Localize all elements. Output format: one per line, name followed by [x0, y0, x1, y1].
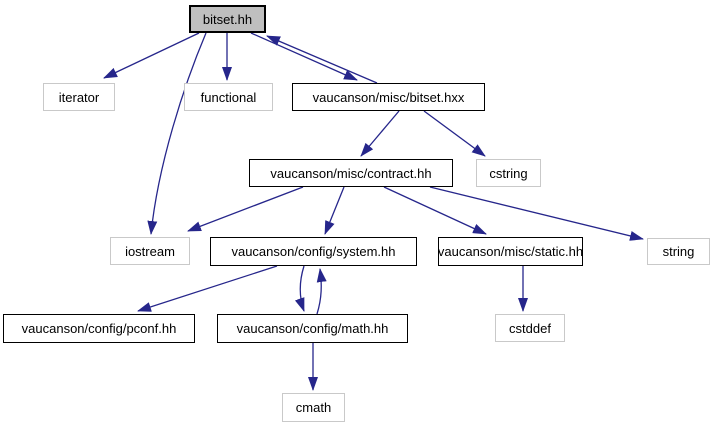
node-iostream: iostream [110, 237, 190, 265]
edge-bitset_hxx-cstring [423, 110, 486, 157]
node-static-hh-label: vaucanson/misc/static.hh [437, 244, 584, 259]
node-string-label: string [662, 244, 695, 259]
node-functional: functional [184, 83, 273, 111]
node-bitset-hh: bitset.hh [189, 5, 266, 33]
node-cmath-label: cmath [295, 400, 332, 415]
node-static-hh[interactable]: vaucanson/misc/static.hh [438, 237, 583, 266]
edge-bitset_hh-iostream [147, 32, 207, 235]
node-contract-hh[interactable]: vaucanson/misc/contract.hh [249, 159, 453, 187]
node-bitset-hxx-label: vaucanson/misc/bitset.hxx [312, 89, 465, 105]
node-system-hh[interactable]: vaucanson/config/system.hh [210, 237, 417, 266]
node-iostream-label: iostream [125, 243, 175, 259]
node-iterator: iterator [43, 83, 115, 111]
node-contract-hh-label: vaucanson/misc/contract.hh [270, 165, 432, 181]
edge-bitset_hxx-bitset_hh [266, 35, 378, 84]
edge-math_hh-system_hh [316, 268, 327, 315]
node-math-hh[interactable]: vaucanson/config/math.hh [217, 314, 408, 343]
node-bitset-hh-label: bitset.hh [202, 11, 253, 27]
edge-bitset_hh-iterator [103, 32, 200, 79]
node-iterator-label: iterator [58, 89, 100, 105]
node-system-hh-label: vaucanson/config/system.hh [231, 244, 396, 259]
edge-bitset_hxx-contract_hh [360, 110, 400, 157]
node-bitset-hxx[interactable]: vaucanson/misc/bitset.hxx [292, 83, 485, 111]
edge-system_hh-pconf_hh [137, 265, 278, 312]
node-cmath: cmath [282, 393, 345, 422]
node-cstddef-label: cstddef [509, 320, 551, 336]
node-cstring: cstring [476, 159, 541, 187]
node-math-hh-label: vaucanson/config/math.hh [236, 321, 389, 336]
node-string: string [647, 238, 710, 265]
node-pconf-hh-label: vaucanson/config/pconf.hh [21, 321, 177, 336]
edge-contract_hh-static_hh [383, 186, 487, 235]
edge-contract_hh-iostream [187, 186, 304, 232]
edge-contract_hh-string [429, 186, 644, 241]
edge-system_hh-math_hh [294, 265, 305, 312]
node-pconf-hh[interactable]: vaucanson/config/pconf.hh [3, 314, 195, 343]
node-functional-label: functional [200, 89, 257, 105]
node-cstddef: cstddef [495, 314, 565, 342]
edge-bitset_hh-bitset_hxx [250, 32, 358, 81]
node-cstring-label: cstring [489, 165, 528, 181]
edge-contract_hh-system_hh [324, 186, 345, 235]
